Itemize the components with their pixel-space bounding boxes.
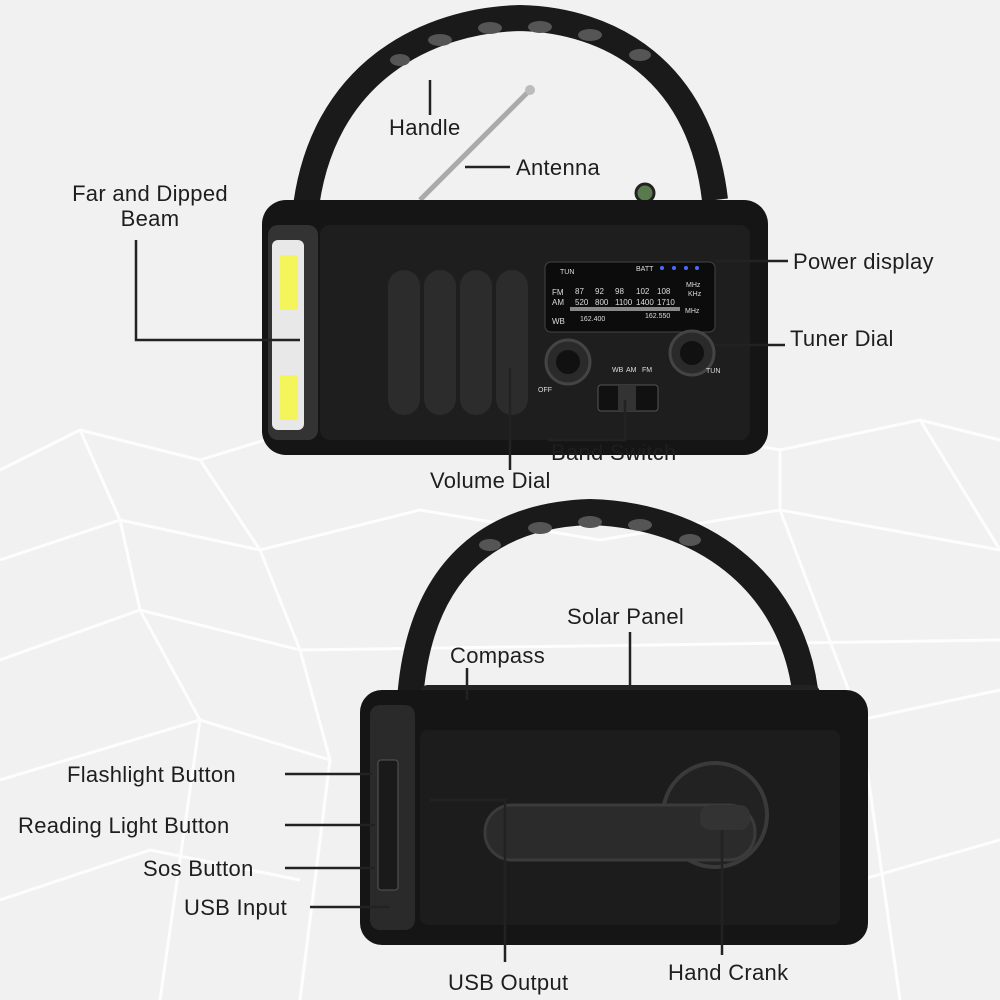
handle-strap-bottom — [397, 498, 818, 701]
tun-label: TUN — [560, 269, 574, 276]
bottom-radio — [360, 498, 868, 945]
fm-frequency: 108 — [657, 287, 671, 296]
antenna-rod — [418, 88, 532, 202]
am-frequency: 1100 — [615, 298, 633, 307]
khz-label: KHz — [688, 291, 702, 298]
fm-frequency: 87 — [575, 287, 584, 296]
beam-label-line2: Beam — [120, 206, 180, 231]
hand-crank-arm — [483, 803, 757, 862]
handle-label: Handle — [389, 115, 461, 140]
hexagon-floor — [0, 418, 1000, 1000]
solar-panel-label: Solar Panel — [567, 604, 685, 629]
band-switch-label: Band Switch — [551, 440, 677, 465]
reading-light-button-label: Reading Light Button — [18, 813, 230, 838]
mhz-label: MHz — [686, 282, 701, 289]
am-label: AM — [552, 298, 564, 307]
usb-input-label: USB Input — [184, 895, 287, 920]
batt-label: BATT — [636, 266, 654, 273]
fm-label: FM — [552, 288, 564, 297]
wb-high: 162.550 — [645, 313, 670, 320]
wb-unit: MHz — [685, 308, 700, 315]
power-display-label: Power display — [793, 249, 934, 274]
leader-lines — [134, 80, 788, 962]
wb-label: WB — [552, 317, 565, 326]
am-frequency: 520 — [575, 298, 589, 307]
hand-crank-label: Hand Crank — [668, 960, 789, 985]
top-radio: TUN BATT FM AM WB 87 92 98 102 108 520 800 1100… — [262, 4, 768, 455]
fm-frequency: 102 — [636, 287, 650, 296]
am-frequency: 1710 — [657, 298, 675, 307]
fm-frequency: 98 — [615, 287, 624, 296]
handle-strap — [292, 4, 728, 217]
antenna-label: Antenna — [516, 155, 601, 180]
sos-button-label: Sos Button — [143, 856, 254, 881]
beam-label: Far and Dipped Beam — [50, 181, 250, 231]
fm-frequency: 92 — [595, 287, 604, 296]
speaker-grille — [388, 270, 528, 415]
tuner-dial-label: Tuner Dial — [790, 326, 894, 351]
usb-output-label: USB Output — [448, 970, 569, 995]
compass-label: Compass — [450, 643, 546, 668]
flashlight-button-label: Flashlight Button — [67, 762, 236, 787]
compass — [634, 182, 656, 204]
am-frequency: 800 — [595, 298, 609, 307]
band-am: AM — [626, 367, 637, 374]
am-frequency: 1400 — [636, 298, 654, 307]
tun-knob-label: TUN — [706, 368, 720, 375]
band-wb: WB — [612, 367, 624, 374]
wb-low: 162.400 — [580, 316, 605, 323]
tuning-panel — [544, 261, 716, 333]
off-label: OFF — [538, 387, 552, 394]
beam-label-line1: Far and Dipped — [72, 181, 228, 206]
volume-dial-label: Volume Dial — [430, 468, 551, 493]
band-fm: FM — [642, 367, 652, 374]
